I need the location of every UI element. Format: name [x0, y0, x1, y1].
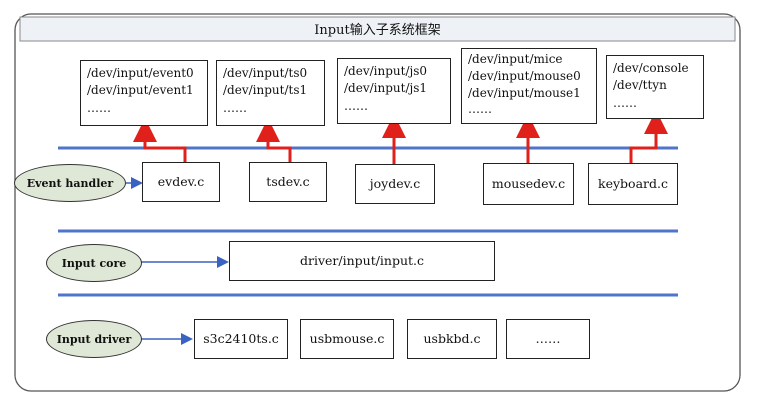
device-node-box-ts: /dev/input/ts0 /dev/input/ts1 …… — [216, 60, 325, 126]
handler-box-tsdev: tsdev.c — [249, 162, 327, 202]
device-node-line: …… — [344, 98, 368, 113]
diagram-title: Input输入子系统框架 — [314, 22, 441, 38]
input-core-ellipse: Input core — [46, 244, 142, 282]
title-bar — [19, 16, 736, 42]
device-node-line: /dev/input/event0 — [87, 66, 194, 80]
driver-box-usbkbd: usbkbd.c — [407, 319, 497, 359]
device-node-box-console: /dev/console /dev/ttyn …… — [606, 55, 704, 119]
handler-box-mousedev: mousedev.c — [483, 163, 574, 205]
arrow-evdev-to-event — [133, 118, 187, 164]
handler-box-keyboard: keyboard.c — [588, 163, 678, 205]
device-node-box-js: /dev/input/js0 /dev/input/js1 …… — [337, 58, 451, 124]
device-node-line: /dev/input/ts0 — [223, 66, 308, 80]
event-handler-ellipse: Event handler — [14, 164, 126, 202]
device-node-line: …… — [87, 100, 111, 115]
device-node-line: …… — [613, 95, 637, 110]
handler-box-joydev: joydev.c — [355, 164, 435, 204]
device-node-line: /dev/input/js0 — [344, 64, 428, 78]
device-node-line: /dev/input/mouse0 — [468, 68, 581, 83]
input-driver-ellipse: Input driver — [46, 320, 142, 358]
device-node-line: /dev/ttyn — [613, 78, 667, 93]
device-node-line: …… — [468, 102, 492, 117]
device-node-box-event: /dev/input/event0 /dev/input/event1 …… — [80, 60, 208, 126]
device-node-line: /dev/input/mice — [468, 52, 563, 66]
driver-box-s3c2410ts: s3c2410ts.c — [194, 319, 288, 359]
arrow-keyboard-to-console — [629, 110, 668, 164]
device-node-line: /dev/console — [613, 61, 689, 75]
handler-box-evdev: evdev.c — [142, 162, 220, 202]
device-node-line: /dev/input/event1 — [87, 83, 194, 98]
arrow-tsdev-to-ts — [256, 118, 292, 164]
device-node-line: /dev/input/mouse1 — [468, 85, 581, 100]
driver-box-usbmouse: usbmouse.c — [300, 319, 394, 359]
device-node-line: …… — [223, 100, 247, 115]
input-core-box: driver/input/input.c — [229, 241, 495, 281]
driver-box-more: …… — [506, 319, 590, 359]
device-node-box-mouse: /dev/input/mice /dev/input/mouse0 /dev/i… — [461, 48, 597, 124]
device-node-line: /dev/input/js1 — [344, 81, 428, 96]
device-node-line: /dev/input/ts1 — [223, 83, 308, 98]
